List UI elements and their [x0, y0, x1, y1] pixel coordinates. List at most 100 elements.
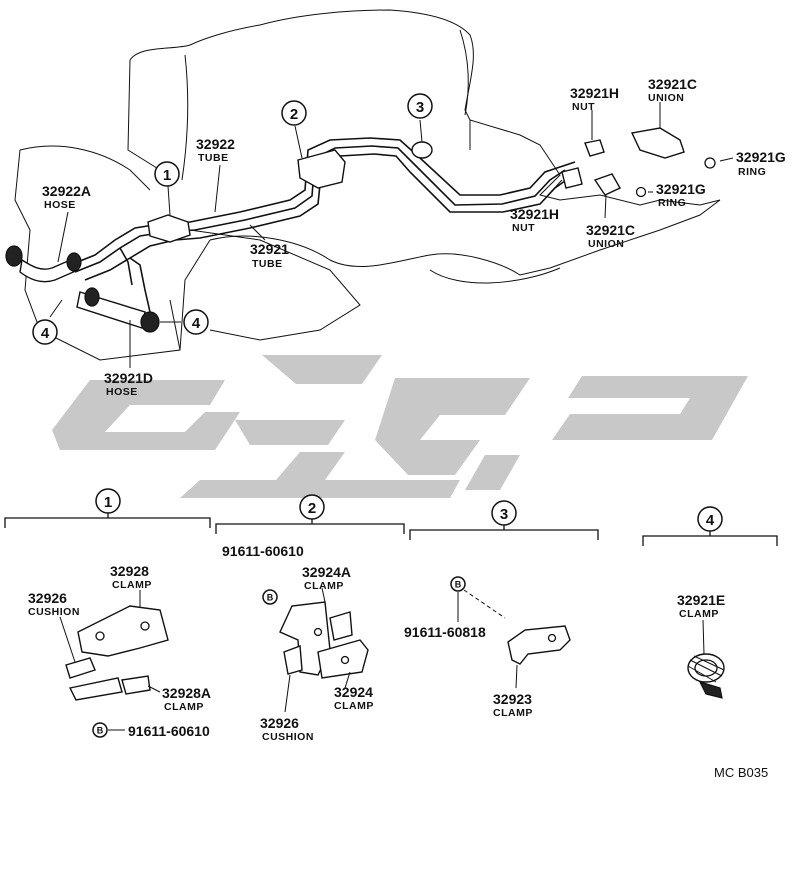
- clamp-32928A: [68, 677, 123, 701]
- group-bracket-2: 2: [215, 494, 405, 534]
- cushion-32924A: [329, 611, 353, 641]
- watermark-logo: [52, 355, 748, 498]
- callout-1-upper: 1: [154, 161, 180, 187]
- label-32923: 32923 CLAMP: [493, 691, 533, 719]
- upper-parts: [5, 127, 716, 333]
- label-91611-60610-b: 91611-60610: [222, 543, 304, 559]
- svg-text:32924A: 32924A: [302, 564, 351, 580]
- callout-4-left: 4: [32, 319, 58, 345]
- label-32921H-top: 32921H NUT: [570, 85, 619, 113]
- svg-text:CLAMP: CLAMP: [164, 701, 204, 713]
- label-32921-tube: 32921 TUBE: [250, 241, 289, 270]
- svg-text:32926: 32926: [28, 590, 67, 606]
- hose-d-clamp-left: [84, 287, 100, 307]
- cushion-32926: [65, 657, 96, 679]
- svg-text:HOSE: HOSE: [106, 386, 138, 398]
- svg-text:CUSHION: CUSHION: [28, 606, 80, 618]
- label-32924: 32924 CLAMP: [334, 684, 373, 712]
- group-bracket-4: 4: [642, 506, 778, 546]
- clamp-32928: [77, 605, 169, 657]
- svg-text:32924: 32924: [334, 684, 373, 700]
- label-32921G-top: 32921G RING: [736, 149, 786, 178]
- svg-text:32921C: 32921C: [586, 222, 635, 238]
- label-32926-b: 32926 CUSHION: [260, 715, 314, 743]
- label-91611-60610-a: 91611-60610: [128, 723, 210, 739]
- svg-text:32921G: 32921G: [656, 181, 706, 197]
- ring-32921G-mid: [635, 186, 647, 198]
- nut-32921H-top: [584, 139, 605, 157]
- svg-text:CLAMP: CLAMP: [304, 580, 344, 592]
- group-2-parts: [269, 587, 369, 713]
- group-1-parts: [59, 590, 169, 731]
- hose-clamp-right: [66, 252, 82, 272]
- bolt-b-group3: B: [450, 576, 466, 592]
- cushion-32926-b: [283, 645, 303, 675]
- svg-text:32921E: 32921E: [677, 592, 725, 608]
- nut-32921H-mid: [561, 167, 583, 189]
- svg-text:32922A: 32922A: [42, 183, 91, 199]
- label-32921H-mid: 32921H NUT: [510, 206, 559, 234]
- svg-text:2: 2: [308, 500, 316, 517]
- svg-text:B: B: [455, 580, 462, 590]
- label-32922: 32922 TUBE: [196, 136, 235, 164]
- svg-text:TUBE: TUBE: [252, 258, 283, 270]
- svg-text:4: 4: [192, 315, 201, 332]
- bolt-b-group1: B: [92, 722, 108, 738]
- svg-text:B: B: [267, 593, 274, 603]
- clamp-32924: [317, 639, 369, 679]
- svg-text:HOSE: HOSE: [44, 199, 76, 211]
- label-32922A: 32922A HOSE: [42, 183, 91, 211]
- hose-d-clamp-right: [140, 311, 160, 333]
- leader-lines-upper: [49, 102, 734, 368]
- svg-text:32922: 32922: [196, 136, 235, 152]
- label-32921D: 32921D HOSE: [104, 370, 153, 398]
- union-32921C-top: [630, 127, 685, 159]
- label-91611-60818: 91611-60818: [404, 624, 486, 640]
- group-bracket-1: 1: [4, 488, 211, 528]
- svg-text:RING: RING: [738, 166, 766, 178]
- svg-text:1: 1: [163, 167, 171, 184]
- label-32928: 32928 CLAMP: [110, 563, 151, 591]
- svg-text:4: 4: [706, 512, 715, 529]
- label-32926-a: 32926 CUSHION: [28, 590, 80, 618]
- label-32921C-top: 32921C UNION: [648, 76, 697, 104]
- group-3-parts: [457, 589, 571, 689]
- svg-text:32921H: 32921H: [510, 206, 559, 222]
- svg-text:32921H: 32921H: [570, 85, 619, 101]
- bolt-b-group2: B: [262, 589, 278, 605]
- svg-text:RING: RING: [658, 197, 686, 209]
- clamp-32923: [507, 625, 571, 665]
- svg-text:NUT: NUT: [572, 101, 595, 113]
- group-4-parts: [687, 619, 725, 699]
- svg-text:3: 3: [416, 99, 424, 116]
- svg-text:CUSHION: CUSHION: [262, 731, 314, 743]
- group-bracket-3: 3: [409, 500, 599, 540]
- callout-2-upper: 2: [281, 100, 307, 126]
- label-32921C-mid: 32921C UNION: [586, 222, 635, 250]
- clamp-32928-installed: [147, 214, 191, 243]
- svg-text:32921: 32921: [250, 241, 289, 257]
- svg-text:32921G: 32921G: [736, 149, 786, 165]
- svg-text:32921D: 32921D: [104, 370, 153, 386]
- union-32921C-mid: [593, 173, 621, 196]
- clamp-32924-installed: [297, 149, 346, 189]
- label-32921G-mid: 32921G RING: [656, 181, 706, 209]
- svg-text:UNION: UNION: [648, 92, 684, 104]
- svg-text:1: 1: [104, 494, 112, 511]
- label-32928A: 32928A CLAMP: [162, 685, 211, 713]
- label-32924A: 32924A CLAMP: [302, 564, 351, 592]
- svg-text:32928: 32928: [110, 563, 149, 579]
- svg-text:32923: 32923: [493, 691, 532, 707]
- svg-text:32926: 32926: [260, 715, 299, 731]
- svg-text:2: 2: [290, 106, 298, 123]
- clamp-32923-installed: [411, 141, 433, 159]
- svg-text:4: 4: [41, 325, 50, 342]
- label-32921E: 32921E CLAMP: [677, 592, 725, 620]
- svg-text:CLAMP: CLAMP: [493, 707, 533, 719]
- svg-text:32928A: 32928A: [162, 685, 211, 701]
- svg-text:32921C: 32921C: [648, 76, 697, 92]
- callout-4-right: 4: [183, 309, 209, 335]
- svg-text:CLAMP: CLAMP: [679, 608, 719, 620]
- ring-32921G-top: [704, 157, 716, 169]
- svg-text:UNION: UNION: [588, 238, 624, 250]
